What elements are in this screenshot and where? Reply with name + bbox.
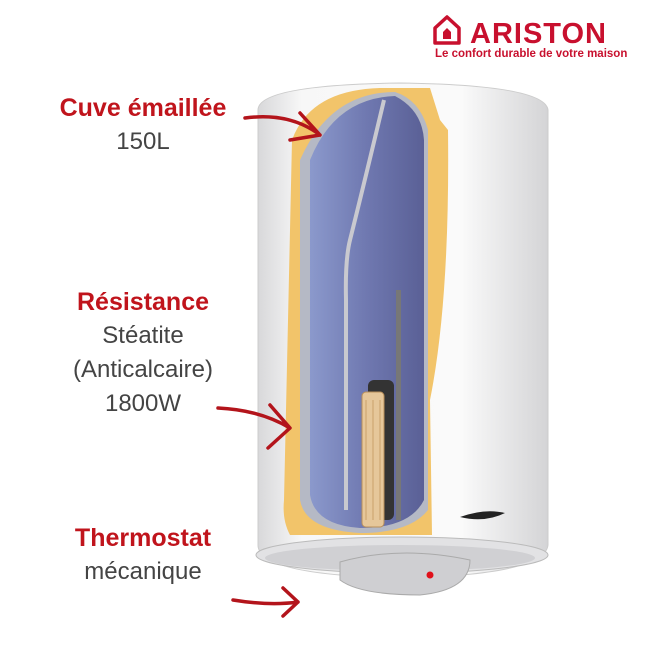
callout-thermostat: Thermostat mécanique — [18, 521, 268, 589]
callout-element-line3: 1800W — [104, 390, 182, 417]
callout-element-line2: (Anticalcaire) — [72, 356, 214, 383]
steatite-element-ribs — [365, 400, 381, 520]
brand-tagline: Le confort durable de votre maison — [435, 48, 628, 60]
enamelled-tank — [310, 96, 424, 528]
callout-tank-title: Cuve émaillée — [59, 94, 227, 122]
ariston-badge — [460, 511, 505, 520]
thermostat-rod — [396, 290, 401, 520]
arrow-thermostat — [231, 586, 300, 618]
callout-element-line1: Stéatite — [102, 322, 184, 349]
arrow-element — [216, 403, 292, 450]
callout-element-title: Résistance — [76, 288, 210, 316]
hot-water-pipe — [343, 99, 386, 510]
brand-name: ARISTON — [470, 18, 607, 50]
arrow-tank — [243, 111, 322, 142]
callout-tank-capacity: 150L — [116, 128, 170, 155]
thermostat-cover — [339, 552, 471, 596]
callout-thermostat-type: mécanique — [84, 558, 202, 585]
ariston-house-logo-icon — [433, 15, 461, 45]
indicator-light — [426, 571, 434, 579]
callout-tank: Cuve émaillée 150L — [18, 91, 268, 159]
arrows — [216, 111, 322, 618]
callout-element: Résistance Stéatite (Anticalcaire) 1800W — [18, 285, 268, 421]
callout-thermostat-title: Thermostat — [74, 524, 212, 552]
